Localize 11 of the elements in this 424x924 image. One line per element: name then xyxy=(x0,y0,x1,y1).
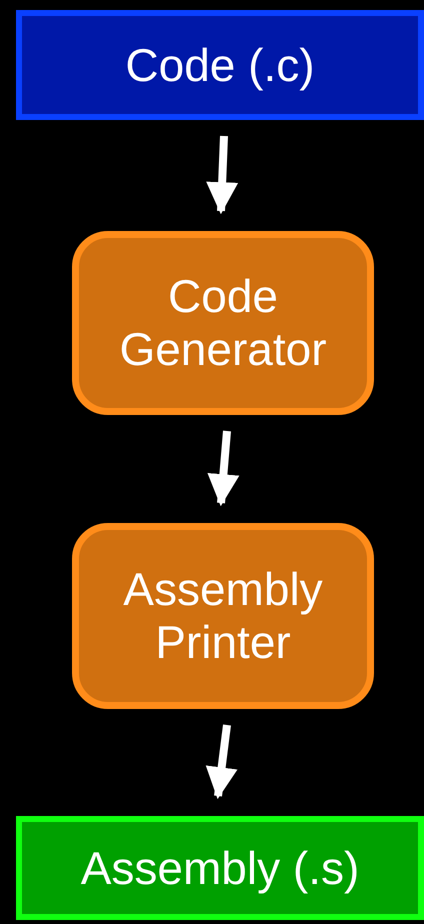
arrow xyxy=(206,136,238,214)
process-box xyxy=(72,523,374,709)
data-box xyxy=(16,10,424,120)
data-box xyxy=(16,816,424,920)
box-label: Code (.c) xyxy=(125,38,315,92)
box-label: Assembly Printer xyxy=(122,563,324,669)
process-box xyxy=(72,231,374,415)
box-label: Code Generator xyxy=(118,270,328,376)
arrow xyxy=(207,430,240,506)
box-label: Assembly (.s) xyxy=(80,842,360,894)
arrow xyxy=(206,724,238,800)
